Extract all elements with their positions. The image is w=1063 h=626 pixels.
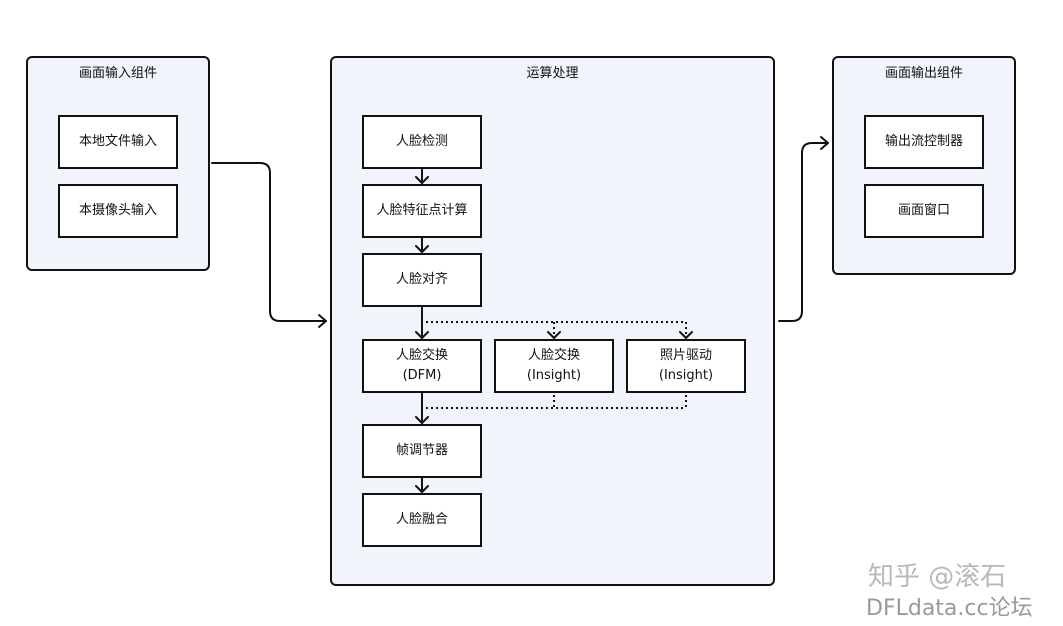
frame-adjuster-label: 帧调节器 (395, 443, 448, 458)
face-swap-dfm-sublabel: (DFM) (402, 368, 442, 383)
local-file-input-node: 本地文件输入 (58, 115, 178, 169)
process-to-output-arrowhead (820, 136, 829, 150)
forum-watermark: DFLdata.cc论坛 (866, 596, 1033, 621)
stream-controller-label: 输出流控制器 (884, 134, 963, 149)
face-align-label: 人脸对齐 (395, 272, 448, 287)
process-to-output-connector (778, 142, 829, 322)
photo-drive-node: 照片驱动 (Insight) (626, 339, 746, 393)
face-swap-insight-sublabel: (Insight) (526, 368, 582, 383)
frame-adjuster-node: 帧调节器 (362, 424, 482, 478)
face-detection-node: 人脸检测 (362, 115, 482, 169)
stream-controller-node: 输出流控制器 (864, 115, 984, 169)
camera-input-label: 本摄像头输入 (78, 203, 157, 218)
face-swap-dfm-node: 人脸交换 (DFM) (362, 339, 482, 393)
processing-group-title: 运算处理 (526, 66, 579, 81)
input-group-title: 画面输入组件 (78, 66, 157, 81)
face-swap-insight-label: 人脸交换 (527, 348, 580, 363)
zhihu-watermark: 知乎 @滚石 (868, 562, 1007, 592)
face-merge-node: 人脸融合 (362, 493, 482, 547)
display-window-node: 画面窗口 (864, 184, 984, 238)
input-to-process-connector (211, 162, 327, 322)
face-landmarks-label: 人脸特征点计算 (376, 203, 468, 218)
camera-input-node: 本摄像头输入 (58, 184, 178, 238)
photo-drive-label: 照片驱动 (659, 348, 712, 363)
face-merge-label: 人脸融合 (395, 512, 448, 527)
face-swap-dfm-label: 人脸交换 (395, 348, 448, 363)
face-align-node: 人脸对齐 (362, 253, 482, 307)
input-to-process-arrowhead (318, 314, 327, 328)
photo-drive-sublabel: (Insight) (658, 368, 714, 383)
display-window-label: 画面窗口 (897, 203, 950, 218)
local-file-input-label: 本地文件输入 (78, 134, 157, 149)
face-landmarks-node: 人脸特征点计算 (362, 184, 482, 238)
face-swap-insight-node: 人脸交换 (Insight) (494, 339, 614, 393)
output-group-title: 画面输出组件 (884, 66, 963, 81)
face-detection-label: 人脸检测 (395, 134, 448, 149)
